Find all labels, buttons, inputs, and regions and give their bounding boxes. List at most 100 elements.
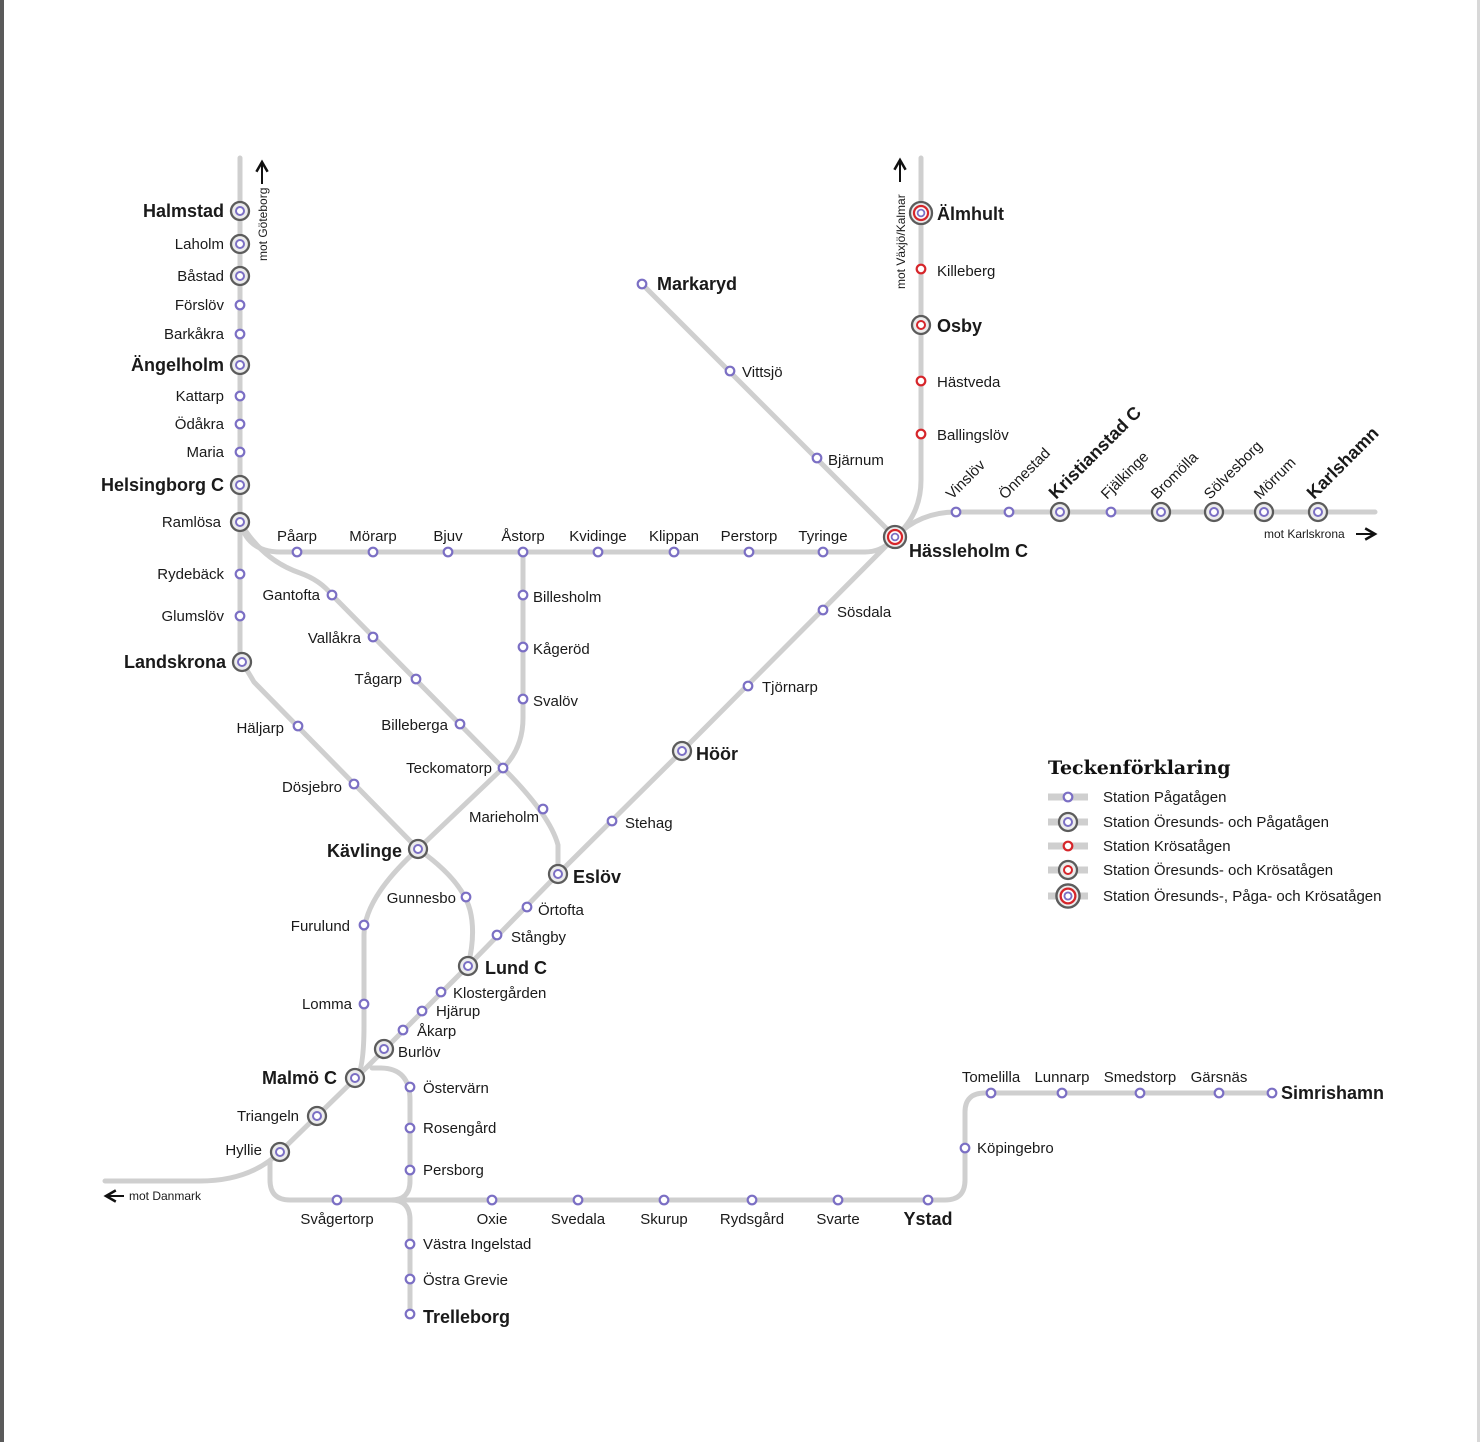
station-svagertorp: Svågertorp <box>300 1194 374 1228</box>
station-label: Älmhult <box>937 204 1004 224</box>
station-marker <box>882 524 908 550</box>
station-ostragrevie: Östra Grevie <box>404 1271 508 1289</box>
station-osby: Osby <box>910 314 982 336</box>
legend-marker <box>1055 883 1081 909</box>
legend-item-p: Station Pågatågen <box>1048 789 1226 806</box>
station-marker <box>668 546 680 558</box>
station-bjarnum: Bjärnum <box>811 452 884 469</box>
station-label: Marieholm <box>469 809 539 826</box>
station-label: Kattarp <box>176 388 224 405</box>
station-label: Båstad <box>177 268 224 285</box>
station-label: Hässleholm C <box>909 541 1028 561</box>
station-marker <box>231 651 253 673</box>
station-label: Påarp <box>277 528 317 545</box>
station-label: Bjärnum <box>828 452 884 469</box>
track-kavlinge-malmo <box>353 846 421 1081</box>
station-stangby: Stångby <box>491 929 567 946</box>
station-hoor: Höör <box>671 740 738 764</box>
track-markaryd <box>639 281 898 540</box>
station-marker <box>358 998 370 1010</box>
station-lunnarp: Lunnarp <box>1034 1069 1090 1099</box>
station-tomelilla: Tomelilla <box>962 1069 1021 1099</box>
track-lund-gunnesbo-kavlinge <box>415 846 476 969</box>
station-marker <box>908 200 934 226</box>
station-label: Gantofta <box>262 587 320 604</box>
station-gunnesbo: Gunnesbo <box>387 890 472 907</box>
station-marker <box>724 365 736 377</box>
station-astorp: Åstorp <box>501 528 545 558</box>
station-label: Karlshamn <box>1303 423 1383 503</box>
station-label: Triangeln <box>237 1108 299 1125</box>
station-marker <box>404 1164 416 1176</box>
station-marker <box>486 1194 498 1206</box>
station-label: Ramlösa <box>162 514 222 531</box>
station-label: Hjärup <box>436 1003 480 1020</box>
station-marker <box>331 1194 343 1206</box>
station-label: Hästveda <box>937 374 1001 391</box>
station-marker <box>234 299 246 311</box>
station-label: Häljarp <box>236 720 284 737</box>
station-marker <box>344 1067 366 1089</box>
station-label: Burlöv <box>398 1044 441 1061</box>
station-marker <box>910 314 932 336</box>
track-trelleborg <box>388 1197 413 1318</box>
station-angelholm: Ängelholm <box>131 354 251 376</box>
station-eslov: Eslöv <box>547 863 621 887</box>
station-kavlinge: Kävlinge <box>327 838 429 861</box>
direction-goteborg-label: mot Göteborg <box>256 188 270 261</box>
station-marker <box>517 546 529 558</box>
station-rydeback: Rydebäck <box>157 566 246 583</box>
station-label: Malmö C <box>262 1068 337 1088</box>
station-label: Billeberga <box>381 717 448 734</box>
station-label: Tjörnarp <box>762 679 818 696</box>
track-southern-main <box>353 534 898 1081</box>
station-persborg: Persborg <box>404 1162 484 1179</box>
station-label: Fjälkinge <box>1098 448 1152 502</box>
station-marker <box>404 1308 416 1320</box>
station-label: Stehag <box>625 815 673 832</box>
station-marker <box>442 546 454 558</box>
station-hjarup: Hjärup <box>416 1003 480 1020</box>
station-glumslov: Glumslöv <box>161 608 246 625</box>
station-label: Gärsnäs <box>1191 1069 1248 1086</box>
station-svarte: Svarte <box>816 1194 860 1228</box>
station-perstorp: Perstorp <box>721 528 777 558</box>
station-label: Furulund <box>291 918 350 935</box>
station-barkakra: Barkåkra <box>164 326 246 343</box>
station-label: Önnestad <box>995 444 1054 503</box>
station-marker <box>521 901 533 913</box>
station-marker <box>454 718 466 730</box>
station-label: Tågarp <box>354 671 402 688</box>
station-landskrona: Landskrona <box>124 651 253 673</box>
station-marker <box>234 390 246 402</box>
station-marker <box>367 631 379 643</box>
station-label: Östra Grevie <box>423 1271 508 1289</box>
station-label: Bjuv <box>433 528 463 545</box>
station-hastveda: Hästveda <box>915 374 1001 391</box>
station-marker <box>915 263 927 275</box>
legend-item-op: Station Öresunds- och Pågatågen <box>1048 811 1329 833</box>
station-kattarp: Kattarp <box>176 388 246 405</box>
station-marker <box>606 815 618 827</box>
station-klostergarden: Klostergården <box>435 985 546 1002</box>
station-label: Svarte <box>816 1211 859 1228</box>
direction-karlskrona: mot Karlskrona <box>1264 527 1378 541</box>
station-marker <box>229 200 251 222</box>
station-marker <box>358 919 370 931</box>
station-svalov: Svalöv <box>517 693 579 710</box>
station-ramlosa: Ramlösa <box>162 511 251 533</box>
station-marker <box>746 1194 758 1206</box>
station-label: Vittsjö <box>742 364 783 381</box>
station-marker <box>547 863 569 885</box>
direction-indicators: mot Göteborg mot Växjö/Kalmar mot Karlsk… <box>103 157 1378 1203</box>
station-label: Dösjebro <box>282 779 342 796</box>
station-label: Oxie <box>477 1211 508 1228</box>
station-ystad: Ystad <box>903 1194 953 1229</box>
station-label: Stångby <box>511 929 567 946</box>
station-simrishamn: Simrishamn <box>1266 1083 1384 1103</box>
station-label: Lomma <box>302 996 353 1013</box>
station-label: Landskrona <box>124 652 227 672</box>
station-label: Billesholm <box>533 589 601 606</box>
station-marker <box>517 693 529 705</box>
